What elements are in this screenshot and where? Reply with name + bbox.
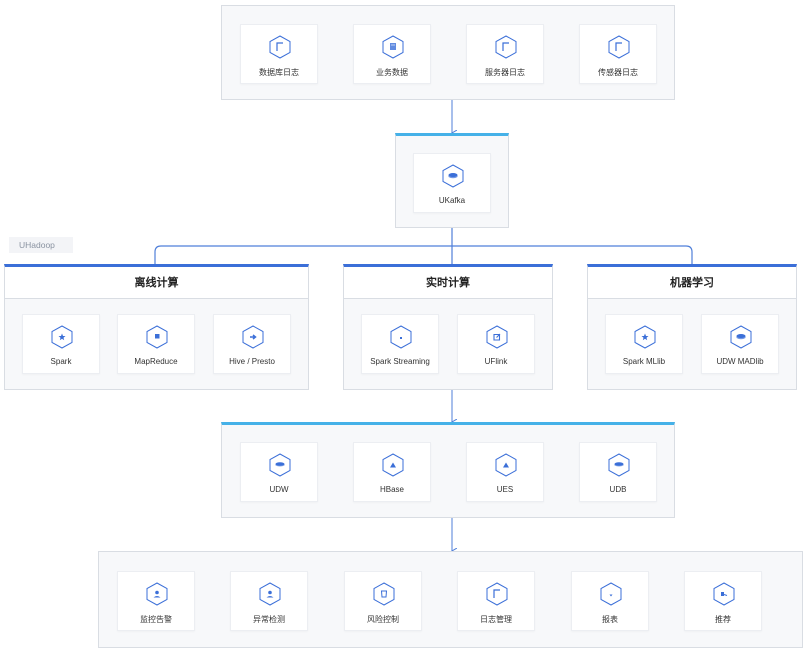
storage-card[interactable]: UDW — [240, 442, 318, 502]
card-label: 日志管理 — [480, 615, 512, 624]
triangle-icon — [381, 453, 405, 477]
database-icon — [729, 325, 753, 349]
source-card[interactable]: 传感器日志 — [579, 24, 657, 84]
card-label: Hive / Presto — [229, 357, 275, 366]
card-label: Spark MLlib — [622, 357, 666, 366]
bracket-icon — [607, 35, 631, 59]
card-label: HBase — [379, 485, 404, 494]
realtime-card[interactable]: Spark Streaming — [361, 314, 439, 374]
card-label: UES — [496, 485, 514, 494]
triangle-icon — [494, 453, 518, 477]
offline-panel: 离线计算 Spark MapReduce Hive / Presto — [4, 264, 309, 390]
card-label: Spark Streaming — [370, 357, 430, 366]
ml-panel: 机器学习 Spark MLlib UDW MADlib — [587, 264, 797, 390]
card-label: 报表 — [602, 615, 618, 624]
star-icon — [50, 325, 74, 349]
storage-card[interactable]: UES — [466, 442, 544, 502]
card-label: UKafka — [438, 196, 466, 205]
ml-card[interactable]: UDW MADlib — [701, 314, 779, 374]
bracket-icon — [268, 35, 292, 59]
realtime-panel: 实时计算 Spark Streaming UFlink — [343, 264, 553, 390]
database-icon — [441, 164, 465, 188]
bracket-icon — [485, 582, 509, 606]
app-card[interactable]: 日志管理 — [457, 571, 535, 631]
offline-card[interactable]: Spark — [22, 314, 100, 374]
app-card[interactable]: 报表 — [571, 571, 649, 631]
uhadoop-label: UHadoop — [9, 237, 73, 253]
app-card[interactable]: 推荐 — [684, 571, 762, 631]
source-card[interactable]: 服务器日志 — [466, 24, 544, 84]
export-icon — [485, 325, 509, 349]
star-icon — [633, 325, 657, 349]
card-label: 数据库日志 — [259, 68, 299, 77]
arrow-icon — [241, 325, 265, 349]
card-label: 服务器日志 — [485, 68, 525, 77]
apps-panel: 监控告警 异常检测 风险控制 日志管理 报表 推荐 — [98, 551, 803, 648]
kafka-card[interactable]: UKafka — [413, 153, 491, 213]
card-label: UDW — [269, 485, 289, 494]
storage-card[interactable]: HBase — [353, 442, 431, 502]
tag-icon — [712, 582, 736, 606]
flag-icon — [145, 325, 169, 349]
card-label: MapReduce — [134, 357, 178, 366]
source-card[interactable]: 数据库日志 — [240, 24, 318, 84]
realtime-title: 实时计算 — [344, 267, 552, 299]
dot-icon — [389, 325, 413, 349]
storage-card[interactable]: UDB — [579, 442, 657, 502]
app-card[interactable]: 监控告警 — [117, 571, 195, 631]
bracket-icon — [494, 35, 518, 59]
ml-title: 机器学习 — [588, 267, 796, 299]
card-label: 传感器日志 — [598, 68, 638, 77]
database-icon — [607, 453, 631, 477]
card-label: 业务数据 — [376, 68, 408, 77]
ml-card[interactable]: Spark MLlib — [605, 314, 683, 374]
offline-card[interactable]: MapReduce — [117, 314, 195, 374]
app-card[interactable]: 异常检测 — [230, 571, 308, 631]
document-icon — [381, 35, 405, 59]
sources-panel: 数据库日志 业务数据 服务器日志 传感器日志 — [221, 5, 675, 100]
card-label: 异常检测 — [253, 615, 285, 624]
realtime-card[interactable]: UFlink — [457, 314, 535, 374]
line-branch — [154, 245, 693, 264]
card-label: UFlink — [484, 357, 508, 366]
app-card[interactable]: 风险控制 — [344, 571, 422, 631]
card-label: UDW MADlib — [716, 357, 764, 366]
card-label: Spark — [50, 357, 72, 366]
card-label: 风险控制 — [367, 615, 399, 624]
card-label: 推荐 — [715, 615, 731, 624]
bin-icon — [372, 582, 396, 606]
kafka-panel: UKafka — [395, 133, 509, 228]
offline-title: 离线计算 — [5, 267, 308, 299]
tray-icon — [599, 582, 623, 606]
database-icon — [268, 453, 292, 477]
storage-panel: UDW HBase UES UDB — [221, 422, 675, 518]
user-icon — [258, 582, 282, 606]
user-icon — [145, 582, 169, 606]
source-card[interactable]: 业务数据 — [353, 24, 431, 84]
offline-card[interactable]: Hive / Presto — [213, 314, 291, 374]
card-label: 监控告警 — [140, 615, 172, 624]
card-label: UDB — [609, 485, 627, 494]
